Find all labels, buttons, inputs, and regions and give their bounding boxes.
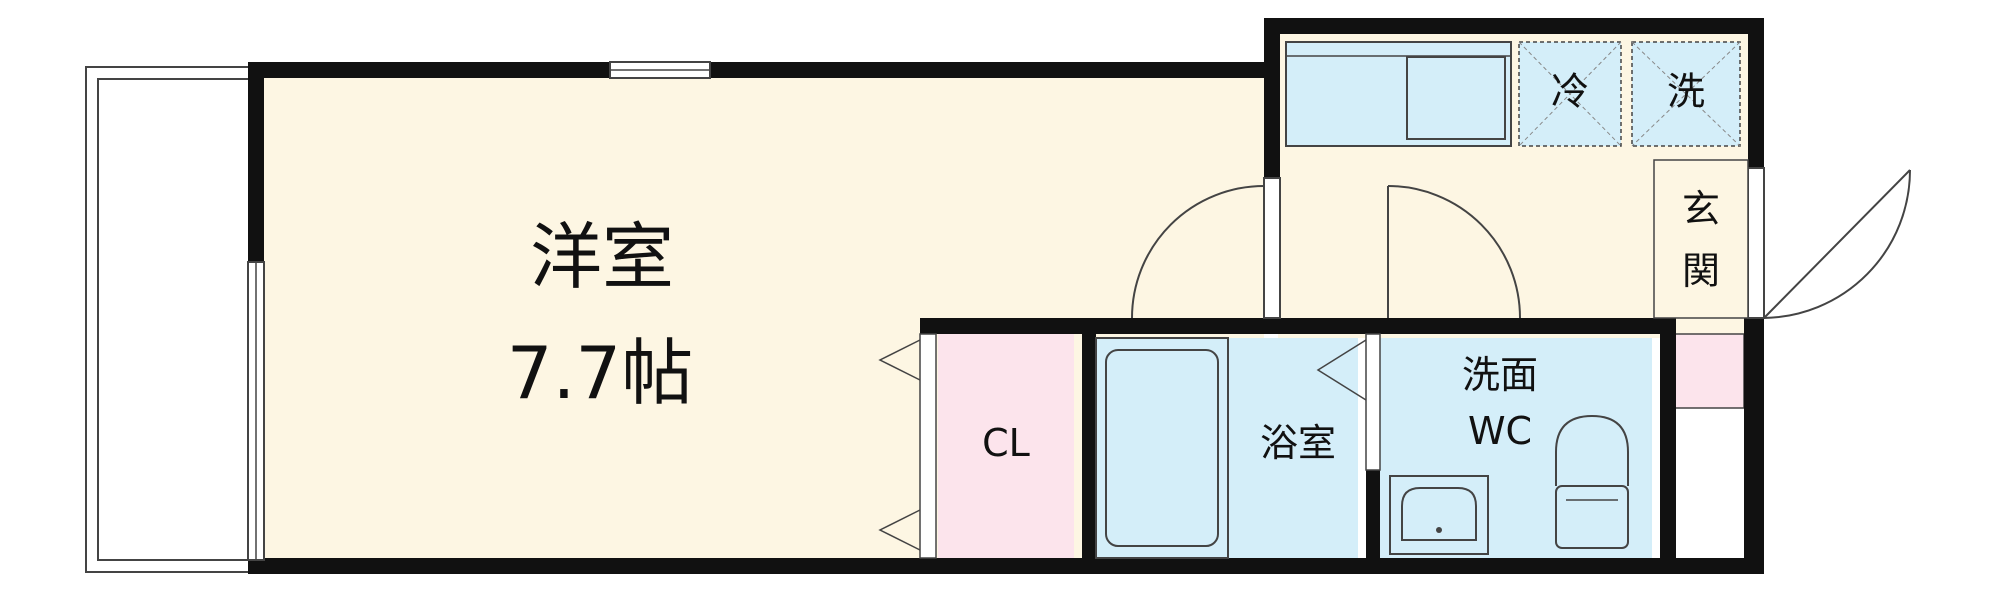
kitchen-counter bbox=[1285, 41, 1512, 147]
washer-space: 洗 bbox=[1631, 41, 1741, 147]
room-door bbox=[1131, 185, 1265, 319]
western-room-size: 7.7帖 bbox=[507, 331, 694, 415]
entrance-door bbox=[1763, 169, 1911, 319]
washroom-door bbox=[1387, 185, 1521, 319]
fridge-space: 冷 bbox=[1518, 41, 1622, 147]
entrance-label-char2: 関 bbox=[1682, 249, 1720, 293]
closet-label: CL bbox=[982, 421, 1030, 465]
closet-floor bbox=[938, 332, 1074, 558]
balcony bbox=[85, 66, 248, 573]
fridge-label: 冷 bbox=[1551, 70, 1589, 114]
washer-label: 洗 bbox=[1667, 70, 1705, 114]
bathroom-label: 浴室 bbox=[1260, 421, 1336, 465]
washbasin bbox=[1389, 475, 1489, 555]
bathroom-door bbox=[1316, 339, 1367, 401]
closet-doors bbox=[878, 339, 921, 551]
entrance-box bbox=[1673, 333, 1745, 409]
toilet bbox=[1555, 414, 1629, 549]
bath-wall-opening bbox=[1365, 333, 1381, 471]
room-door-opening bbox=[1263, 177, 1281, 319]
entrance-step bbox=[1653, 159, 1749, 319]
washroom-label-line1: 洗面 bbox=[1462, 353, 1538, 397]
closet-opening bbox=[919, 333, 937, 559]
bathtub bbox=[1095, 337, 1229, 559]
western-room-name: 洋室 bbox=[530, 215, 674, 299]
sink bbox=[1406, 56, 1506, 140]
entrance-label-char1: 玄 bbox=[1682, 187, 1720, 231]
entrance-door-gap bbox=[1747, 167, 1765, 319]
washroom-label-line2: WC bbox=[1468, 409, 1532, 453]
